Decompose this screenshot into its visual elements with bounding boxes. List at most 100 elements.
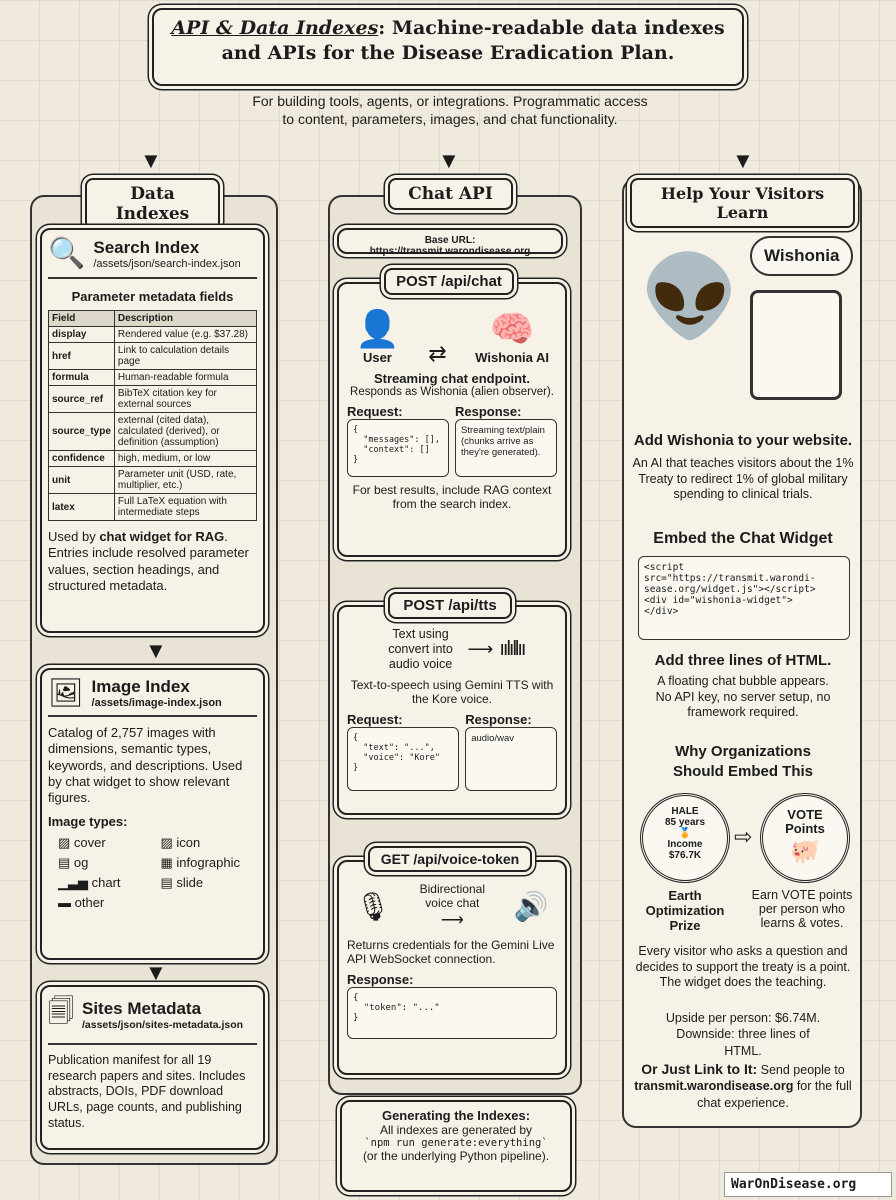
embed-code[interactable]: <script src="https://transmit.warondi- s…	[638, 556, 850, 640]
search-index-card: 🔍 Search Index /assets/json/search-index…	[40, 228, 265, 633]
image-types-grid: ▨ cover ▨ icon ▤ og ▦ infographic ▁▃▅ ch…	[58, 835, 257, 910]
type-slide: ▤ slide	[160, 875, 204, 891]
field-name: confidence	[48, 450, 115, 467]
data-indexes-heading: Data Indexes	[85, 178, 220, 230]
search-index-path: /assets/json/search-index.json	[93, 257, 241, 270]
title-banner: API & Data Indexes: Machine-readable dat…	[152, 8, 744, 86]
add-title: Add Wishonia to your website.	[633, 432, 853, 449]
field-desc: Full LaTeX equation with intermediate st…	[113, 493, 258, 521]
request-code: { "text": "...", "voice": "Kore" }	[347, 727, 460, 791]
voice-token-heading: GET /api/voice-token	[368, 846, 532, 872]
post-chat-card: 👤User ⇄ 🧠Wishonia AI Streaming chat endp…	[337, 282, 567, 557]
arrow-right-icon: ⇨	[734, 824, 753, 849]
image-index-path: /assets/image-index.json	[91, 696, 222, 709]
tts-flow: Text using convert into audio voice	[388, 627, 453, 671]
image-index-desc: Catalog of 2,757 images with dimensions,…	[48, 725, 243, 805]
tts-desc: Text-to-speech using Gemini TTS with the…	[350, 678, 554, 706]
request-label: Request:	[347, 404, 403, 419]
sites-metadata-card: 🗐 Sites Metadata /assets/json/sites-meta…	[40, 985, 265, 1150]
response-code: { "token": "..." }	[347, 987, 557, 1039]
piggy-bank-icon: 🐖	[790, 837, 820, 865]
upside-text: Upside per person: $6.74M. Downside: thr…	[665, 1011, 821, 1058]
response-text: audio/wav	[465, 727, 557, 791]
speech-bubble: Wishonia	[750, 236, 854, 276]
wishonia-illustration: 👽 Wishonia	[640, 230, 854, 420]
field-desc: external (cited data), calculated (deriv…	[113, 412, 258, 451]
documents-icon: 🗐	[48, 996, 74, 1026]
sites-title: Sites Metadata	[81, 999, 202, 1018]
generating-command: `npm run generate:everything`	[364, 1137, 548, 1149]
site-link[interactable]: transmit.warondisease.org	[634, 1079, 794, 1094]
exchange-arrows-icon: ⇄	[428, 341, 447, 366]
field-desc: BibTeX citation key for external sources	[113, 385, 258, 413]
link-bold: Or Just Link to It:	[641, 1061, 758, 1077]
response-label: Response:	[347, 972, 414, 987]
arrow-down-icon: ▼	[732, 148, 754, 173]
type-label: slide	[176, 875, 204, 891]
waveform-icon: ıılıllıı	[499, 638, 526, 660]
subtitle: For building tools, agents, or integrati…	[252, 93, 648, 128]
table-title: Parameter metadata fields	[71, 289, 234, 304]
arrow-down-icon: ▼	[140, 148, 162, 173]
type-chart: ▁▃▅ chart	[58, 875, 121, 891]
link-post: for the full chat experience.	[697, 1079, 852, 1110]
vote-label: Earn VOTE points per person who learns &…	[751, 888, 853, 930]
type-label: other	[74, 895, 105, 911]
prize-years: 85 years	[664, 817, 706, 828]
generating-desc: All indexes are generated by	[379, 1123, 533, 1137]
field-desc: Rendered value (e.g. $37.28)	[113, 326, 258, 343]
help-heading: Help Your Visitors Learn	[630, 178, 855, 228]
note-text: . Entries include resolved parameter val…	[48, 529, 249, 593]
field-desc: Human-readable formula	[113, 369, 258, 386]
table-header: Field	[48, 310, 115, 327]
table-header: Description	[113, 310, 258, 327]
field-desc: Link to calculation details page	[113, 342, 258, 370]
post-tts-heading: POST /api/tts	[388, 592, 512, 619]
type-label: infographic	[176, 855, 241, 871]
three-lines-desc: A floating chat bubble appears. No API k…	[655, 674, 831, 720]
type-og: ▤ og	[58, 855, 89, 871]
generating-title: Generating the Indexes:	[381, 1108, 531, 1123]
vote-circle: VOTE Points 🐖	[760, 793, 850, 883]
generating-desc-post: (or the underlying Python pipeline).	[362, 1149, 550, 1163]
note-bold: chat widget for RAG	[99, 529, 225, 544]
field-desc: Parameter unit (USD, rate, multiplier, e…	[113, 466, 258, 494]
field-name: source_ref	[48, 385, 115, 413]
type-cover: ▨ cover	[58, 835, 106, 851]
sites-path: /assets/json/sites-metadata.json	[81, 1019, 244, 1031]
arrow-right-icon: ⟶	[440, 912, 464, 929]
field-name: latex	[48, 493, 115, 521]
link-text: Or Just Link to It: Send people to trans…	[632, 1060, 854, 1111]
tablet-icon	[750, 290, 842, 400]
field-name: unit	[48, 466, 115, 494]
why-title: Why Organizations Should Embed This	[672, 743, 813, 780]
field-name: source_type	[48, 412, 115, 451]
prize-hale: HALE	[671, 806, 699, 817]
field-desc: high, medium, or low	[113, 450, 258, 467]
voice-flow: Bidirectional voice chat	[419, 882, 485, 910]
generating-card: Generating the Indexes: All indexes are …	[340, 1100, 572, 1192]
brain-icon: 🧠	[489, 308, 535, 349]
chat-api-heading: Chat API	[388, 178, 513, 210]
search-index-title: Search Index	[93, 237, 200, 257]
user-label: User	[362, 350, 392, 365]
chat-tip: For best results, include RAG context fr…	[352, 483, 552, 511]
field-name: display	[48, 326, 115, 343]
sites-desc: Publication manifest for all 19 research…	[48, 1053, 246, 1130]
footer-watermark[interactable]: WarOnDisease.org	[724, 1172, 892, 1197]
visitor-text: Every visitor who asks a question and de…	[635, 944, 851, 990]
link-pre: Send people to	[757, 1063, 845, 1077]
post-tts-card: Text using convert into audio voice ⟶ ıı…	[337, 605, 567, 815]
note-text: Used by	[48, 529, 100, 544]
type-icon: ▨ icon	[160, 835, 201, 851]
type-label: chart	[91, 875, 121, 891]
alien-icon: 👽	[640, 252, 740, 341]
user-icon: 👤	[355, 308, 400, 349]
title-text: : Machine-readable data indexes and APIs…	[221, 17, 725, 64]
